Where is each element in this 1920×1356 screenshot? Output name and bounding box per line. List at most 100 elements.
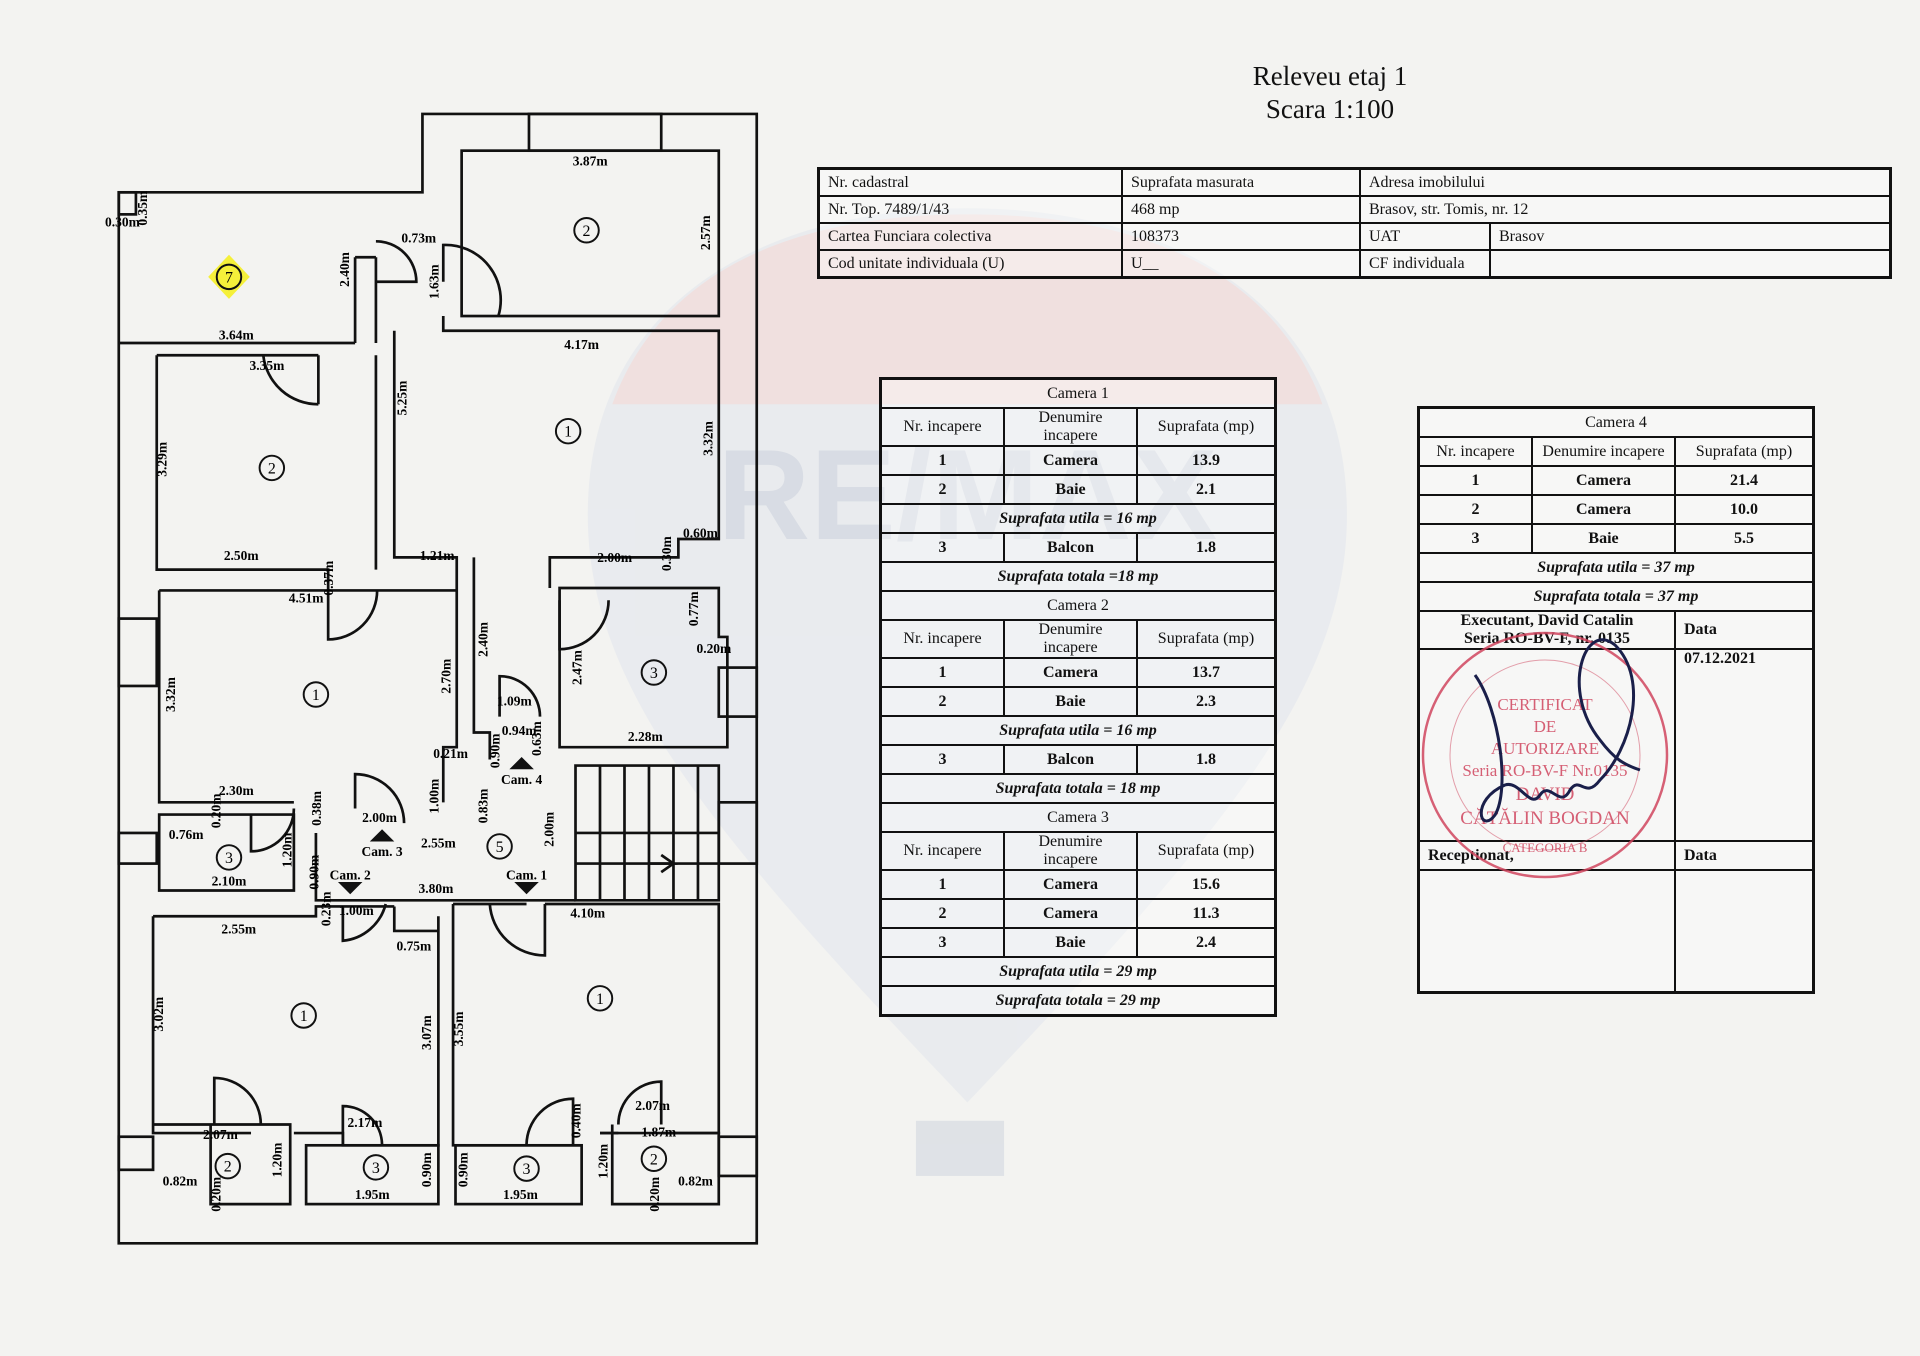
table-cell: U__ [1121, 249, 1361, 279]
room-number: 1 [596, 991, 604, 1008]
column-header: Nr. incapere [879, 831, 1005, 871]
dimension-label: 0.77m [686, 591, 701, 626]
room-number: 2 [583, 223, 591, 240]
dimension-label: 2.00m [362, 810, 397, 825]
cell: 3 [1417, 523, 1533, 554]
table-row: Nr. Top. 7489/1/43 468 mp Brasov, str. T… [817, 195, 1892, 224]
cell: Camera [1003, 657, 1138, 688]
camera-label: Cam. 4 [501, 772, 542, 787]
room-number: 2 [650, 1151, 658, 1168]
dimension-label: 1.95m [503, 1187, 538, 1202]
cell: 2.4 [1136, 927, 1277, 958]
signature-cell [1417, 648, 1676, 842]
cell: Camera [1003, 869, 1138, 900]
cell: Baie [1003, 686, 1138, 717]
dimension-label: 5.25m [395, 381, 410, 416]
table-cell: Brasov [1489, 222, 1892, 251]
dimension-label: 2.00m [597, 550, 632, 565]
room-number: 3 [523, 1161, 531, 1178]
table-cell: Cartea Funciara colectiva [817, 222, 1123, 251]
dimension-label: 2.50m [224, 548, 259, 563]
dimension-label: 2.55m [421, 836, 456, 851]
table-cell: Nr. Top. 7489/1/43 [817, 195, 1123, 224]
dimension-label: 2.47m [570, 650, 585, 685]
dimension-label: 1.00m [426, 779, 441, 814]
section-title: Camera 4 [1417, 406, 1815, 438]
cell: 3 [879, 927, 1005, 958]
document-title: Releveu etaj 1 Scara 1:100 [1180, 60, 1480, 126]
dimension-label: 2.57m [698, 215, 713, 250]
cell: 1.8 [1136, 744, 1277, 775]
table-cell: 108373 [1121, 222, 1361, 251]
dimension-label: 2.40m [337, 252, 352, 287]
triangle-down-icon [514, 881, 539, 895]
table-row: Nr. cadastral Suprafata masurata Adresa … [817, 167, 1892, 197]
room-number-circle [640, 1145, 668, 1173]
total-area: Suprafata totala =18 mp [879, 561, 1277, 592]
dimension-label: 0.63m [529, 721, 544, 756]
dimension-label: 1.09m [497, 694, 532, 709]
cell: 2.3 [1136, 686, 1277, 717]
dimension-label: 1.00m [339, 903, 374, 918]
triangle-up-icon [369, 829, 395, 842]
dimension-label: 2.40m [475, 622, 490, 657]
section-title: Camera 1 [879, 377, 1277, 409]
dimension-label: 0.40m [568, 1103, 583, 1138]
dimension-label: 1.95m [355, 1187, 390, 1202]
column-header: Suprafata (mp) [1136, 831, 1277, 871]
room-number-circle [486, 833, 513, 860]
dimension-label: 2.55m [221, 921, 256, 936]
room-number: 5 [496, 839, 504, 856]
column-header: Nr. incapere [879, 407, 1005, 447]
cell: 1 [1417, 465, 1533, 496]
dimension-label: 1.20m [270, 1143, 285, 1178]
dimension-label: 0.94m [502, 723, 537, 738]
table-cell: Cod unitate individuala (U) [817, 249, 1123, 279]
room-number-circle [215, 263, 243, 291]
room-number: 7 [225, 269, 233, 286]
table-row: Cartea Funciara colectiva 108373 UAT Bra… [817, 222, 1892, 251]
table-row: Cod unitate individuala (U) U__ CF indiv… [817, 249, 1892, 279]
dimension-label: 0.75m [396, 939, 431, 954]
cell: 1 [879, 869, 1005, 900]
dimension-label: 2.28m [628, 729, 663, 744]
dimension-label: 2.07m [203, 1127, 238, 1142]
scale: Scara 1:100 [1265, 94, 1395, 124]
dimension-label: 3.87m [573, 153, 608, 168]
executant-name: Executant, David Catalin [1460, 612, 1634, 629]
cell: Baie [1531, 523, 1676, 554]
useful-area: Suprafata utila = 37 mp [1417, 552, 1815, 583]
dimension-label: 0.60m [683, 526, 718, 541]
room-number: 3 [650, 665, 658, 682]
dimension-label: 0.30m [105, 215, 140, 230]
dimension-label: 0.20m [208, 1177, 223, 1212]
room-number: 1 [564, 424, 572, 441]
triangle-down-icon [337, 881, 363, 895]
dimension-label: 1.87m [641, 1125, 676, 1140]
dimension-label: 3.64m [219, 327, 254, 342]
walls [117, 112, 759, 1245]
highlight-marker [208, 254, 250, 299]
room-number-circle [362, 1154, 390, 1181]
column-header: Suprafata (mp) [1674, 436, 1815, 467]
cell: 1 [879, 657, 1005, 688]
room-number-circle [573, 217, 600, 244]
camera-label: Cam. 1 [506, 867, 547, 882]
cell: Baie [1003, 474, 1138, 505]
dimension-label: 3.02m [151, 997, 166, 1032]
table-cell: 468 mp [1121, 195, 1361, 224]
camera-markers [337, 757, 539, 895]
cell: Camera [1003, 445, 1138, 476]
room-number-circle [215, 844, 243, 871]
table-cell: Nr. cadastral [817, 167, 1123, 197]
dimension-label: 0.82m [163, 1174, 198, 1189]
dimension-label: 0.73m [401, 231, 436, 246]
room-number-circle [214, 1152, 241, 1180]
